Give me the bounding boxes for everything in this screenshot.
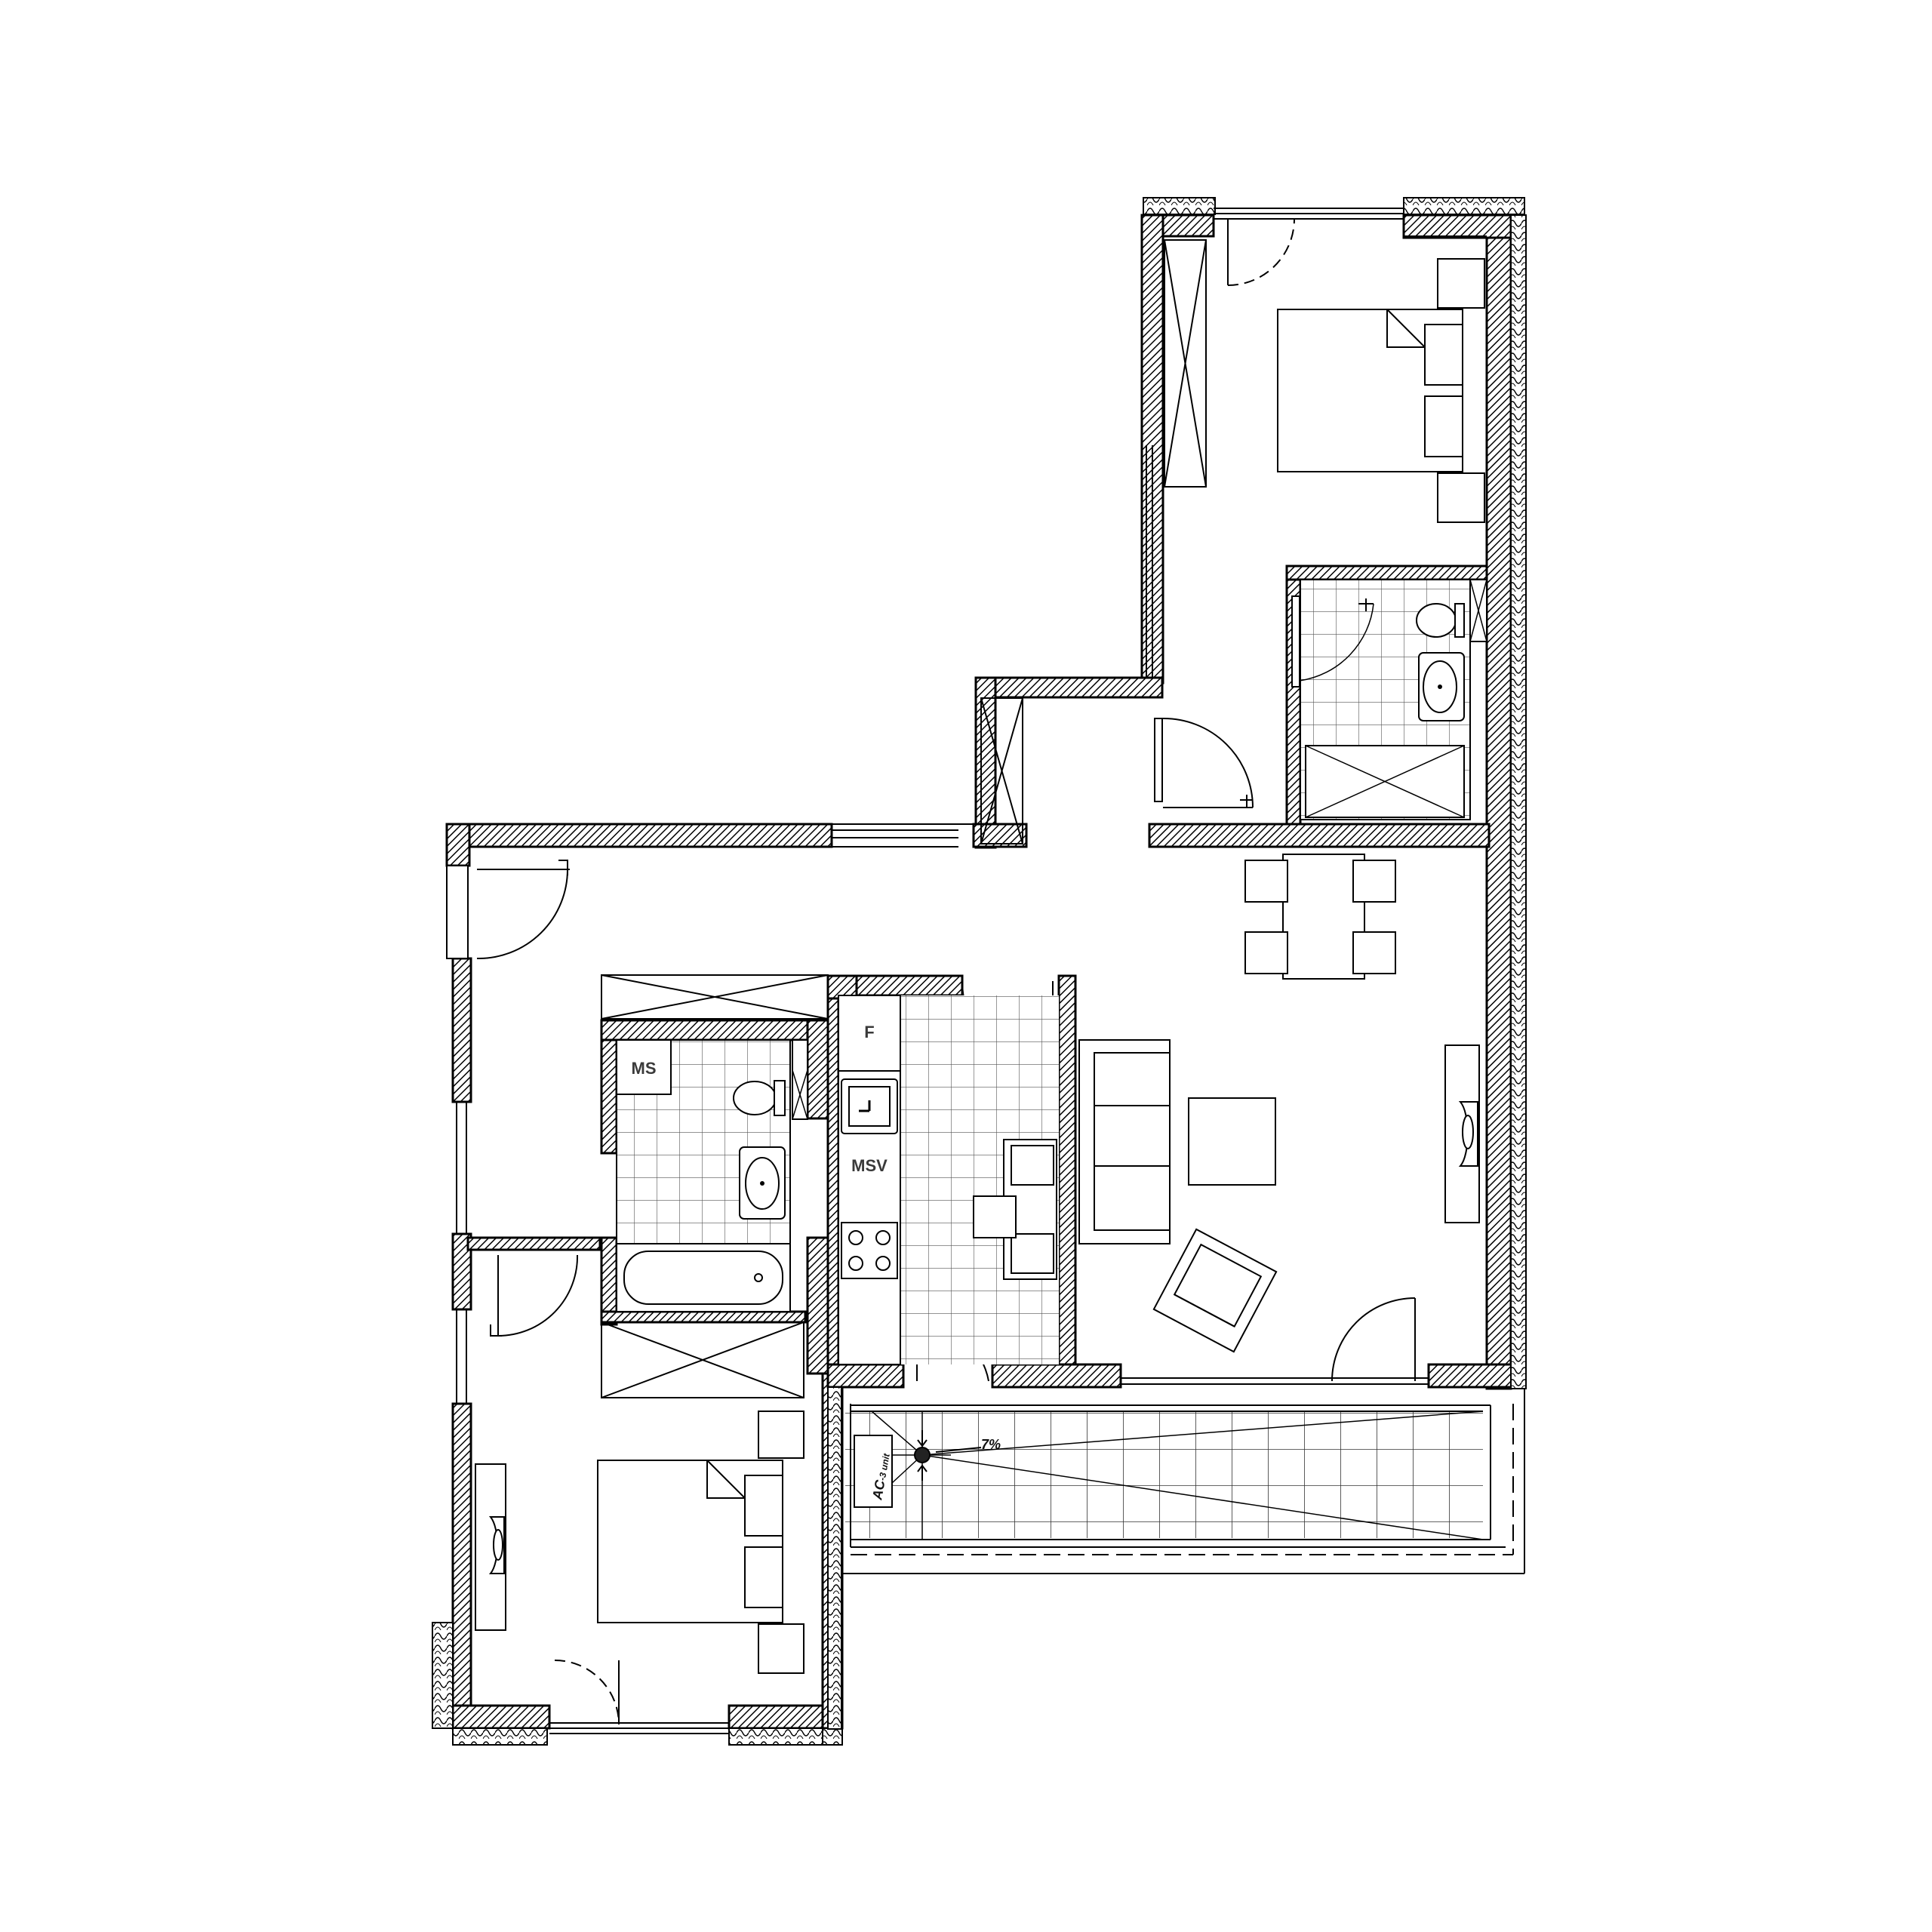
nightstand	[1437, 258, 1485, 309]
ac-unit-label: AC-3 unit	[869, 1451, 893, 1501]
kitchen: F MSV	[838, 995, 1059, 1365]
door-living-terrace[interactable]	[1331, 1297, 1416, 1382]
chair	[1244, 931, 1288, 974]
wall-top-right	[1402, 214, 1512, 239]
pillow	[744, 1546, 783, 1608]
window-living-south	[1121, 1377, 1429, 1385]
wardrobe-bedroom1	[1164, 239, 1207, 488]
wall-kitchen-south-left	[826, 1363, 905, 1389]
wall-bath2-east	[806, 1019, 829, 1120]
door-bedroom1[interactable]	[1154, 717, 1254, 808]
cooktop	[841, 1222, 898, 1279]
msv-label: MSV	[851, 1156, 888, 1175]
fridge-label: F	[864, 1023, 874, 1041]
ms-label: MS	[632, 1059, 657, 1078]
window-bedroom2-south	[549, 1722, 729, 1734]
exterior-wall-west-upper	[445, 823, 471, 867]
entry-frame	[446, 865, 469, 959]
closets	[601, 239, 1207, 1398]
exterior-wall-west-mid	[451, 1232, 472, 1311]
door-bedroom1-balcony[interactable]	[1227, 218, 1295, 286]
nightstand	[758, 1411, 804, 1459]
bathroom-1	[1291, 579, 1487, 820]
wardrobe-bedroom2	[601, 1321, 804, 1398]
wall-bath2-west	[600, 1038, 618, 1155]
door-bedroom2[interactable]	[490, 1254, 579, 1337]
dining-table	[1282, 854, 1365, 980]
wall-bath1-north	[1285, 565, 1488, 581]
window-left-north	[832, 829, 958, 838]
chair	[1244, 860, 1288, 903]
slope-label: 7%	[981, 1437, 1001, 1452]
wall-closet-west	[974, 676, 997, 849]
wall-bedroom2-north	[466, 1236, 601, 1251]
bathroom-2: MS	[616, 1039, 808, 1312]
wall-corridor-north	[974, 676, 1164, 699]
ms-unit	[616, 1039, 672, 1095]
exterior-wall-west-lower	[451, 1402, 472, 1726]
window-bedroom1-west	[1146, 445, 1153, 678]
floor-drain	[914, 1447, 931, 1463]
ac-unit	[854, 1435, 893, 1508]
chair	[1011, 1233, 1054, 1274]
terrace: AC-3 unit 7%	[841, 1389, 1525, 1574]
wall-bath2-north	[600, 1019, 829, 1041]
wall-living-south-right	[1427, 1363, 1513, 1389]
toilet	[1416, 603, 1457, 638]
chair	[973, 1195, 1017, 1238]
bedroom-1	[1277, 258, 1485, 523]
pillow	[1424, 324, 1463, 386]
window-west-2	[456, 1309, 467, 1404]
pillow	[1424, 395, 1463, 457]
coffee-table	[1188, 1097, 1276, 1186]
window-west-1	[456, 1102, 467, 1234]
chair	[1352, 860, 1396, 903]
closet-corridor	[980, 697, 1023, 844]
door-bath1[interactable]	[1291, 595, 1300, 688]
nightstand	[1437, 472, 1485, 523]
insulation	[432, 197, 1527, 1746]
chair	[1352, 931, 1396, 974]
door-entry[interactable]	[476, 860, 570, 960]
living-room	[1078, 854, 1480, 1353]
bedroom-2	[475, 1411, 804, 1674]
toilet	[733, 1081, 777, 1115]
nightstand	[758, 1623, 804, 1674]
door-bedroom2-balcony[interactable]	[554, 1660, 620, 1725]
wall-kitchen-west	[826, 974, 840, 1366]
fridge	[838, 995, 901, 1072]
windows	[446, 208, 1429, 1734]
chair	[1011, 1145, 1054, 1186]
wall-left-north	[445, 823, 833, 848]
wall-kitchen-south-right	[991, 1363, 1122, 1389]
wall-bedroom1-south	[1148, 823, 1491, 848]
armchair	[1152, 1228, 1278, 1353]
closet-hall-north	[601, 974, 829, 1020]
window-bedroom1-north	[1214, 208, 1404, 220]
wall-kitchen-east	[1057, 974, 1077, 1366]
wall-bath2-south	[600, 1310, 807, 1324]
pillow	[744, 1475, 783, 1537]
wall-bath2-east-lower	[806, 1236, 829, 1375]
wall-bedroom2-south-left	[451, 1704, 551, 1730]
exterior-wall-east	[1485, 214, 1512, 1390]
shaft	[792, 1039, 808, 1120]
exterior-wall-west	[451, 957, 472, 1103]
